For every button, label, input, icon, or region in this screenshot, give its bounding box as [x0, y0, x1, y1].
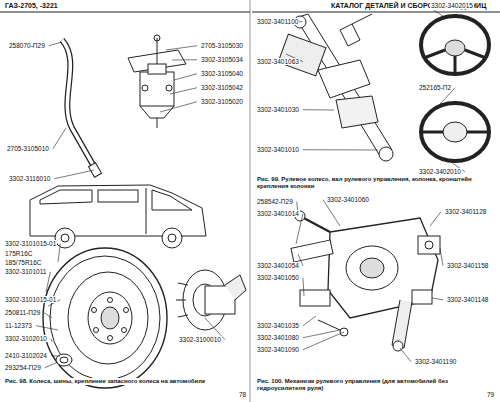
callout-number: 3302-3105040 [200, 70, 244, 77]
callout-number: 3302-3401100 [256, 18, 299, 25]
leader-line [303, 278, 304, 296]
steering-column [278, 14, 393, 161]
leader-line [53, 128, 66, 149]
callout-number: 175R16C [4, 250, 33, 257]
callout-number: 3302-3105042 [200, 84, 244, 91]
callout-number: 3302-3105034 [200, 56, 244, 63]
callout-number: 3302-3401128 [444, 208, 487, 215]
leader-line [54, 170, 94, 179]
page-header: ГАЗ-2705, -3221 [4, 2, 59, 10]
callout-number: 3302-3116010 [8, 175, 51, 182]
leader-line [430, 212, 441, 226]
leader-line [172, 59, 197, 60]
callout-number: 258070-П29 [8, 42, 46, 49]
callout-number: 252165-П2 [418, 84, 452, 91]
callout-number: 3302-3401010 [256, 146, 300, 153]
callout-number: 293254-П29 [4, 364, 42, 371]
spare-wheel-bracket [128, 35, 186, 128]
callout-number: 3302-3401148 [446, 296, 489, 303]
callout-number: 3302-3401014 [256, 210, 300, 217]
callout-number: 3302-3101011 [4, 268, 47, 275]
callout-number: 3302-3401050 [256, 274, 300, 281]
wheel-hub [176, 270, 246, 330]
leader-line [432, 298, 443, 300]
van-outline [30, 185, 206, 248]
leader-line [49, 42, 62, 46]
header-rule [0, 12, 250, 13]
leader-line [45, 362, 58, 368]
callout-number: 3302-3402015 [430, 2, 474, 9]
leader-line [51, 355, 60, 356]
leader-line [303, 316, 316, 326]
callout-number: 3302-3102010 [4, 335, 48, 342]
figure-caption: Рис. 99. Рулевое колесо, вал рулевого уп… [256, 176, 494, 190]
callout-number: 2705-3105030 [200, 42, 244, 49]
callout-number: 3302-3401030 [256, 106, 300, 113]
callout-number: 3302-3401054 [256, 262, 300, 269]
callout-number: 3302-3101015-01 [4, 296, 57, 303]
callout-number: 3302-3401063 [256, 58, 300, 65]
leader-line [296, 214, 303, 244]
callout-number: 3302-3402010 [418, 168, 462, 175]
leader-line [44, 313, 52, 318]
figure-caption: Рис. 100. Механизм рулевого управления (… [256, 378, 482, 392]
callout-number: 185/75R16C [4, 259, 43, 266]
callout-number: 3302-3401080 [256, 334, 300, 341]
leader-line [440, 248, 443, 266]
wheel-disc [43, 248, 167, 388]
leader-line [170, 88, 197, 94]
callout-number: 3302-3401090 [256, 346, 300, 353]
callout-number: 2410-3102024 [4, 352, 48, 359]
figure-caption: Рис. 98. Колеса, шины, крепление запасно… [4, 378, 234, 385]
page-number: 78 [238, 391, 247, 398]
page-spine [250, 0, 251, 402]
leader-line [58, 244, 60, 262]
callout-number: 258542-П29 [256, 198, 294, 205]
callout-number: 3302-3105020 [200, 98, 244, 105]
leader-line [303, 149, 378, 150]
header-rule [252, 12, 500, 13]
callout-number: 250811-П29 [4, 309, 41, 316]
leader-line [174, 74, 197, 80]
leader-line [303, 332, 344, 350]
callout-number: 3302-3401035 [256, 322, 300, 329]
leader-line [303, 109, 334, 110]
page-number: 79 [486, 391, 495, 398]
leader-line [160, 102, 197, 112]
callout-number: 3302-3401158 [446, 262, 489, 269]
leader-line [51, 339, 52, 342]
callout-number: 2705-3105010 [6, 145, 50, 152]
callout-number: 3302-3101015-01 [4, 240, 57, 247]
callout-number: 3302-3401190 [414, 358, 457, 365]
callout-number: 11-12373 [4, 322, 33, 329]
leader-line [36, 326, 58, 330]
callout-number: 3302-3100010 [178, 336, 222, 343]
hose [62, 40, 101, 177]
callout-number: 3302-3401060 [326, 196, 370, 203]
steering-gear [291, 211, 440, 351]
leader-line [323, 200, 340, 226]
leader-line [166, 46, 197, 50]
leader-line [400, 348, 411, 362]
leader-line [303, 330, 340, 338]
